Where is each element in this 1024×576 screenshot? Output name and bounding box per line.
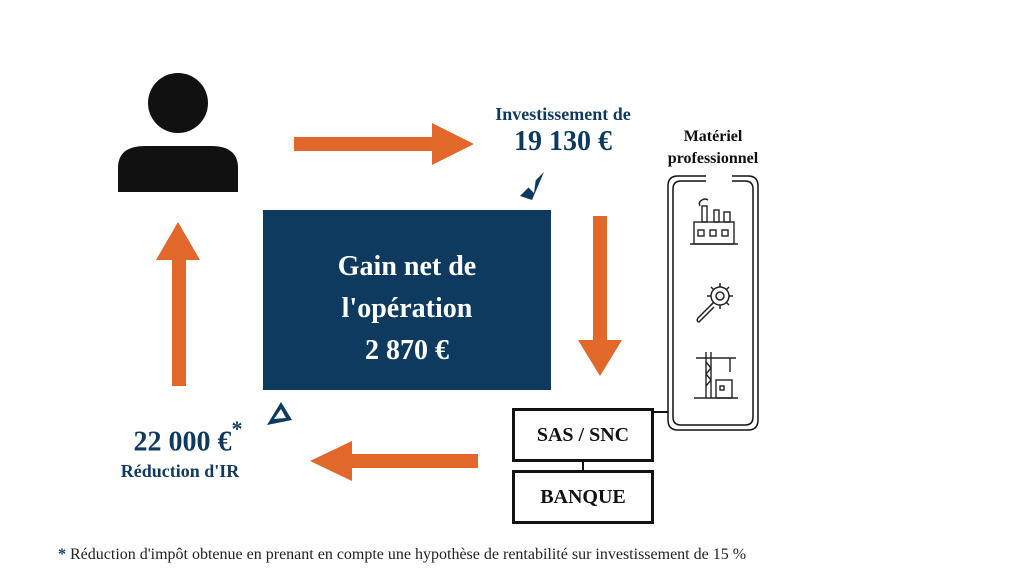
gain-amount: 2 870 € — [365, 335, 449, 366]
reduction-amount: 22 000 €* — [108, 416, 268, 458]
net-gain-box: Gain net de l'opération 2 870 € — [263, 210, 551, 390]
factory-icon — [690, 198, 738, 245]
gain-line-1: Gain net de — [337, 251, 477, 282]
footnote-asterisk: * — [58, 546, 66, 563]
footnote-text: Réduction d'impôt obtenue en prenant en … — [70, 546, 747, 563]
arrow-up-left — [156, 222, 200, 386]
crane-icon — [694, 352, 738, 399]
gain-line-2: l'opération — [341, 293, 473, 324]
reduction-asterisk: * — [231, 416, 243, 441]
arrow-left-bottom — [310, 441, 478, 481]
material-panel — [667, 175, 759, 431]
reduction-amount-value: 22 000 € — [133, 426, 232, 458]
footnote: * Réduction d'impôt obtenue en prenant e… — [58, 546, 746, 564]
connector-lines — [582, 411, 668, 470]
material-title: Matériel professionnel — [667, 128, 759, 167]
sas-snc-box: SAS / SNC — [512, 408, 654, 462]
triangle-pointer-icon — [267, 402, 292, 425]
investment-label: Investissement de — [495, 104, 631, 124]
investment-amount: 19 130 € — [514, 126, 612, 157]
arrow-right-top — [294, 123, 474, 165]
arrow-down-right — [578, 216, 622, 376]
gear-wrench-icon — [696, 283, 733, 323]
triangle-pointer-icon — [520, 172, 544, 200]
reduction-label: Réduction d'IR — [120, 461, 240, 481]
bank-box: BANQUE — [512, 470, 654, 524]
person-icon — [118, 73, 238, 192]
